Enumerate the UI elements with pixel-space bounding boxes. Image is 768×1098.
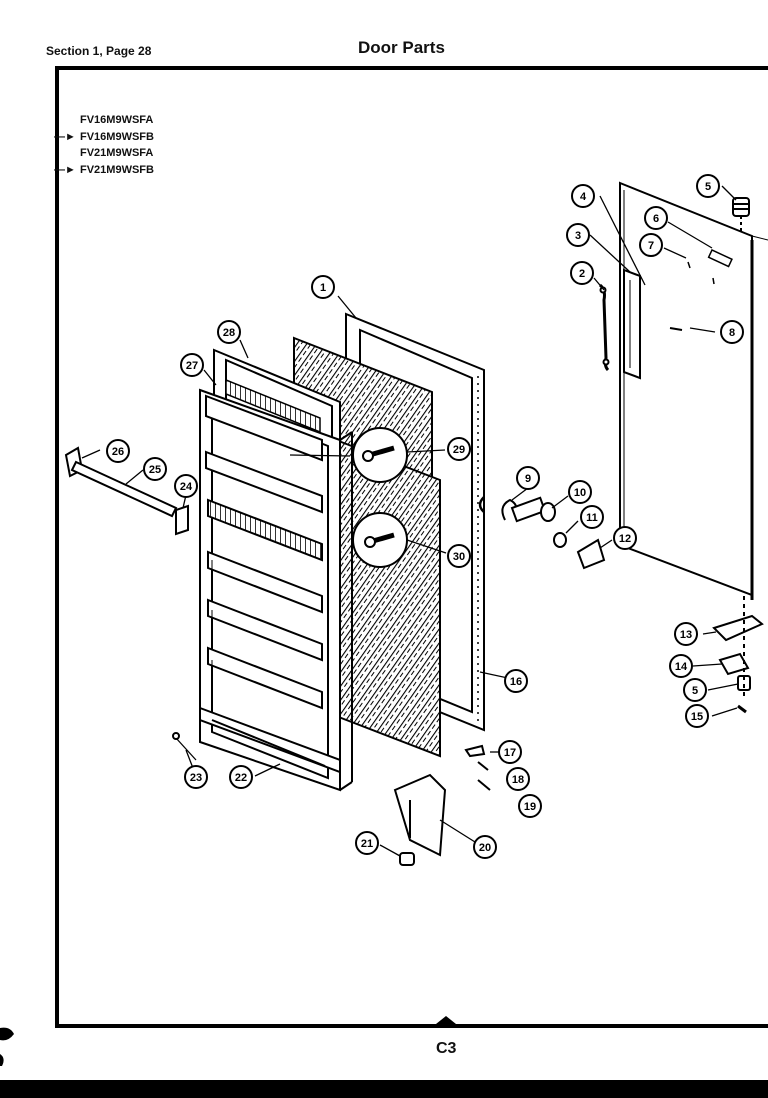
svg-text:6: 6	[653, 213, 659, 225]
svg-text:20: 20	[479, 842, 491, 854]
svg-text:10: 10	[574, 487, 586, 499]
svg-text:9: 9	[525, 473, 531, 485]
callout-30: 30	[447, 544, 471, 568]
svg-text:12: 12	[619, 533, 631, 545]
svg-text:4: 4	[580, 191, 587, 203]
svg-text:1: 1	[320, 282, 326, 294]
callout-21: 21	[355, 831, 379, 855]
frame-notch	[436, 1016, 456, 1024]
callout-7: 7	[639, 233, 663, 257]
svg-text:5: 5	[692, 685, 698, 697]
svg-text:16: 16	[510, 676, 522, 688]
callout-12: 12	[613, 526, 637, 550]
svg-text:2: 2	[579, 268, 585, 280]
model-number: —►FV16M9WSFB	[54, 129, 154, 146]
svg-text:17: 17	[504, 747, 516, 759]
svg-text:19: 19	[524, 801, 536, 813]
model-number: FV21M9WSFA	[80, 147, 154, 159]
callout-17: 17	[498, 740, 522, 764]
callout-24: 24	[174, 474, 198, 498]
svg-text:3: 3	[575, 230, 581, 242]
svg-text:8: 8	[729, 327, 735, 339]
svg-text:30: 30	[453, 551, 465, 563]
callout-18: 18	[506, 767, 530, 791]
callout-28: 28	[217, 320, 241, 344]
kickplate-parts	[379, 744, 500, 866]
section-label: Section 1, Page 28	[46, 44, 152, 58]
svg-text:13: 13	[680, 629, 692, 641]
callout-6: 6	[644, 206, 668, 230]
callout-10: 10	[568, 480, 592, 504]
svg-text:27: 27	[186, 360, 198, 372]
door-handle-parts	[589, 195, 646, 380]
callout-25: 25	[143, 457, 167, 481]
model-number: FV16M9WSFA	[80, 114, 154, 126]
callout-23: 23	[184, 765, 208, 789]
callout-5b: 5	[683, 678, 707, 702]
callout-16: 16	[504, 669, 528, 693]
svg-text:29: 29	[453, 444, 465, 456]
svg-text:18: 18	[512, 774, 524, 786]
bottom-hinge-parts	[692, 596, 764, 717]
door-shelves	[205, 394, 323, 710]
top-hinge-part	[732, 197, 750, 232]
callout-29: 29	[447, 437, 471, 461]
arrow-icon: —►	[54, 163, 76, 176]
callout-8: 8	[720, 320, 744, 344]
svg-text:11: 11	[586, 512, 598, 524]
model-number: —►FV21M9WSFB	[54, 162, 154, 179]
svg-text:24: 24	[180, 481, 193, 493]
callout-11: 11	[580, 505, 604, 529]
svg-text:26: 26	[112, 446, 124, 458]
svg-text:21: 21	[361, 838, 373, 850]
callout-14: 14	[669, 654, 693, 678]
svg-text:22: 22	[235, 772, 247, 784]
callout-4: 4	[571, 184, 595, 208]
callout-20: 20	[473, 835, 497, 859]
svg-text:23: 23	[190, 772, 202, 784]
callout-3: 3	[566, 223, 590, 247]
svg-text:7: 7	[648, 240, 654, 252]
callout-15: 15	[685, 704, 709, 728]
callout-26: 26	[106, 439, 130, 463]
callout-9: 9	[516, 466, 540, 490]
callout-1: 1	[311, 275, 335, 299]
arrow-icon: —►	[54, 130, 76, 143]
callout-22: 22	[229, 765, 253, 789]
page-title: Door Parts	[358, 38, 445, 57]
diagram-frame	[55, 66, 768, 1028]
callout-2: 2	[570, 261, 594, 285]
svg-text:25: 25	[149, 464, 161, 476]
bottom-trim	[199, 706, 341, 774]
callout-balloons: 1 2 3 4 5 6 7 8 9 10 11 12 13 14 5 15 16…	[106, 174, 744, 859]
scan-border	[0, 1080, 768, 1098]
scan-edge-mark	[0, 1027, 14, 1066]
callout-19: 19	[518, 794, 542, 818]
callout-13: 13	[674, 622, 698, 646]
svg-text:14: 14	[675, 661, 688, 673]
svg-text:5: 5	[705, 181, 711, 193]
svg-text:15: 15	[691, 711, 703, 723]
callout-27: 27	[180, 353, 204, 377]
model-list: FV16M9WSFA —►FV16M9WSFB FV21M9WSFA —►FV2…	[54, 112, 154, 179]
left-trim-parts	[64, 185, 737, 777]
latch-parts	[501, 487, 613, 570]
callout-5: 5	[696, 174, 720, 198]
svg-text:28: 28	[223, 327, 235, 339]
page-code: C3	[436, 1040, 457, 1057]
detail-circles	[289, 427, 447, 568]
